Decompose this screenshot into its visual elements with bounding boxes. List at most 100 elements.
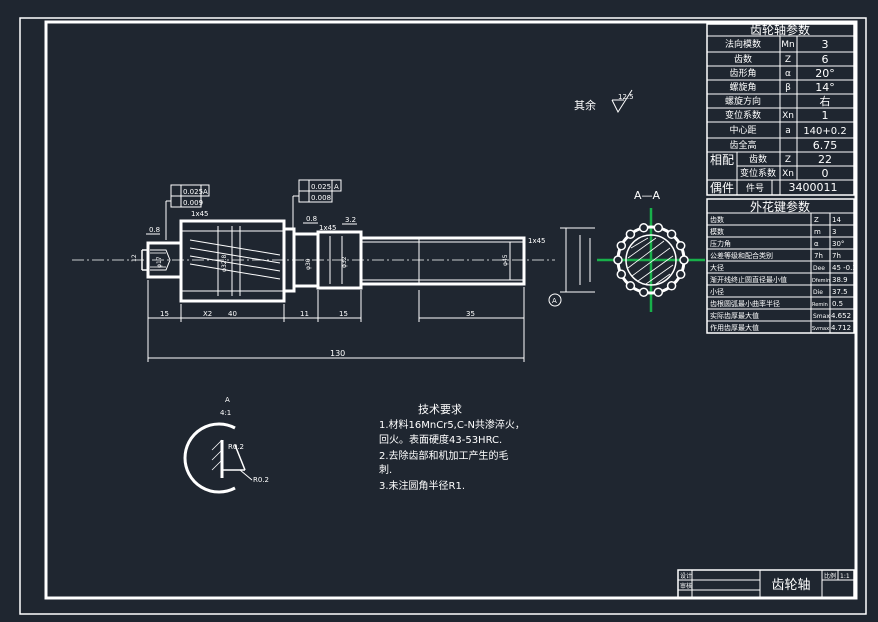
part-sub: 件号 [746,182,764,194]
tech-line: 回火。表面硬度43-53HRC. [379,433,502,446]
gear-row-label: 齿形角 [729,67,756,79]
mate-row-val: 22 [818,153,832,166]
gear-row-val: 20° [815,67,835,80]
gear-row-label: 中心距 [729,124,756,136]
svg-text:φ30: φ30 [305,258,312,270]
svg-text:φ32.8: φ32.8 [221,255,228,273]
tol3-value: 0.025 [311,183,331,191]
section-a-a: A—A A [548,189,705,312]
title-cell-b: 审核 [680,582,692,590]
spline-table-title: 外花键参数 [750,199,810,214]
spline-tooth [675,269,686,280]
shaft-spline-section [359,236,526,286]
roughness-other-label: 其余 [574,98,596,112]
spline-row-sym: Dfemin [812,278,830,284]
spline-tooth [679,255,689,265]
detail-circle [183,422,236,494]
spline-row-label: 渐开线终止圆直径最小值 [710,275,787,284]
spline-row-val: 4.652 [831,312,851,320]
spline-row-sym: m [814,228,821,236]
detail-letter: A [225,396,230,404]
spline-inner-circle [625,234,677,286]
gear-row-sym: β [785,83,791,93]
roughness-08-left: 0.8 [149,226,160,234]
svg-text:φ32: φ32 [341,256,348,268]
tolerance-frames: 0.025 A 0.009 0.025 A 0.008 [165,179,342,240]
chamfer1-label: 1x45 [191,210,209,218]
spline-row-sym: α [814,240,819,248]
dim-overall: 130 [330,349,345,358]
dim-11: 11 [300,310,309,318]
spline-tooth [625,281,636,291]
tech-line: 刺. [379,464,392,476]
spline-row-val: 7h [832,252,841,260]
spline-tooth [638,287,649,297]
spline-row-val: 3 [832,228,836,236]
spline-row-sym: Smax [813,313,830,320]
scale-label: 比例 [824,572,836,580]
spline-tooth [616,269,627,280]
gear-row-sym: Xn [782,111,794,121]
outer-frame [19,17,867,615]
mate-label: 相配 [710,153,734,167]
gear-row-sym: Z [785,55,791,65]
inner-frame [44,20,858,600]
spline-row-label: 作用齿厚最大值 [710,323,759,332]
tol1-value: 0.025 [183,188,203,196]
gear-parameter-table: 齿轮轴参数 法向模数 Mn 3 齿数 Z 6 齿形角 α 20° 螺旋角 β 1… [706,22,855,196]
roughness-symbol [611,89,633,114]
gear-row-label: 法向模数 [725,38,761,50]
detail-r1: R0.2 [228,443,244,451]
spline-row-sym: Svmax [812,326,829,332]
mate-row-sym: Xn [782,169,794,179]
section-label: A—A [634,189,661,202]
title-block: 设计 审核 齿轮轴 比例 1:1 [677,569,855,599]
gear-table-title: 齿轮轴参数 [750,22,810,37]
tol2-value: 0.009 [183,199,203,207]
spline-row-label: 小径 [710,287,724,296]
chamfer3-label: 1x45 [528,237,546,245]
tol1-ref: A [203,188,208,196]
mate-row-label: 齿数 [749,153,767,165]
gear-row-sym: a [785,126,791,136]
gear-row-val: 6.75 [813,139,838,152]
tol3-ref: A [334,183,339,191]
spline-row-sym: 7h [814,252,823,260]
spline-teeth [613,223,689,297]
dim-left-dia: 12 [131,254,138,262]
tech-line: 3.未注圆角半径R1. [379,479,465,492]
dim-35: 35 [466,310,475,318]
spline-tooth [666,281,677,291]
spline-tooth [613,255,623,265]
part-label: 偶件 [710,181,734,195]
spline-row-label: 压力角 [710,239,731,248]
spline-row-label: 齿数 [710,215,724,224]
detail-scale: 4:1 [220,409,231,417]
spline-tooth [625,229,636,239]
dim-40: 40 [228,310,237,318]
spline-row-sym: Dee [813,265,825,272]
spline-row-val: 45 -0.3 [832,264,857,272]
tech-line: 1.材料16MnCr5,C-N共渗淬火， [379,418,525,431]
gear-row-val: 140+0.2 [803,126,846,137]
chamfer2-label: 1x45 [319,224,337,232]
view-marker: A [552,297,557,305]
spline-row-label: 公差等级和配合类别 [710,251,773,260]
spline-hatch [627,237,674,285]
part-val: 3400011 [789,181,838,194]
spline-parameter-table: 外花键参数 齿数 Z 14 模数 m 3 压力角 α 30° 公差等级和配合类别… [706,198,857,334]
spline-tooth [666,229,677,239]
gear-row-val: 右 [820,94,831,108]
spline-row-label: 齿根圆弧最小曲率半径 [710,299,780,308]
drawing-name: 齿轮轴 [771,578,810,593]
spline-row-val: 0.5 [832,300,843,308]
mate-row-val: 0 [822,167,829,180]
spline-row-sym: Die [813,289,823,296]
dimensions: 15 40 11 15 35 130 [147,280,525,362]
spline-row-sym: Z [814,216,819,224]
spline-tooth [638,223,649,233]
technical-requirements: 技术要求 1.材料16MnCr5,C-N共渗淬火， 回火。表面硬度43-53HR… [379,403,525,492]
detail-r2: R0.2 [253,476,269,484]
roughness-32: 3.2 [345,216,356,224]
gear-row-label: 齿数 [734,53,752,65]
